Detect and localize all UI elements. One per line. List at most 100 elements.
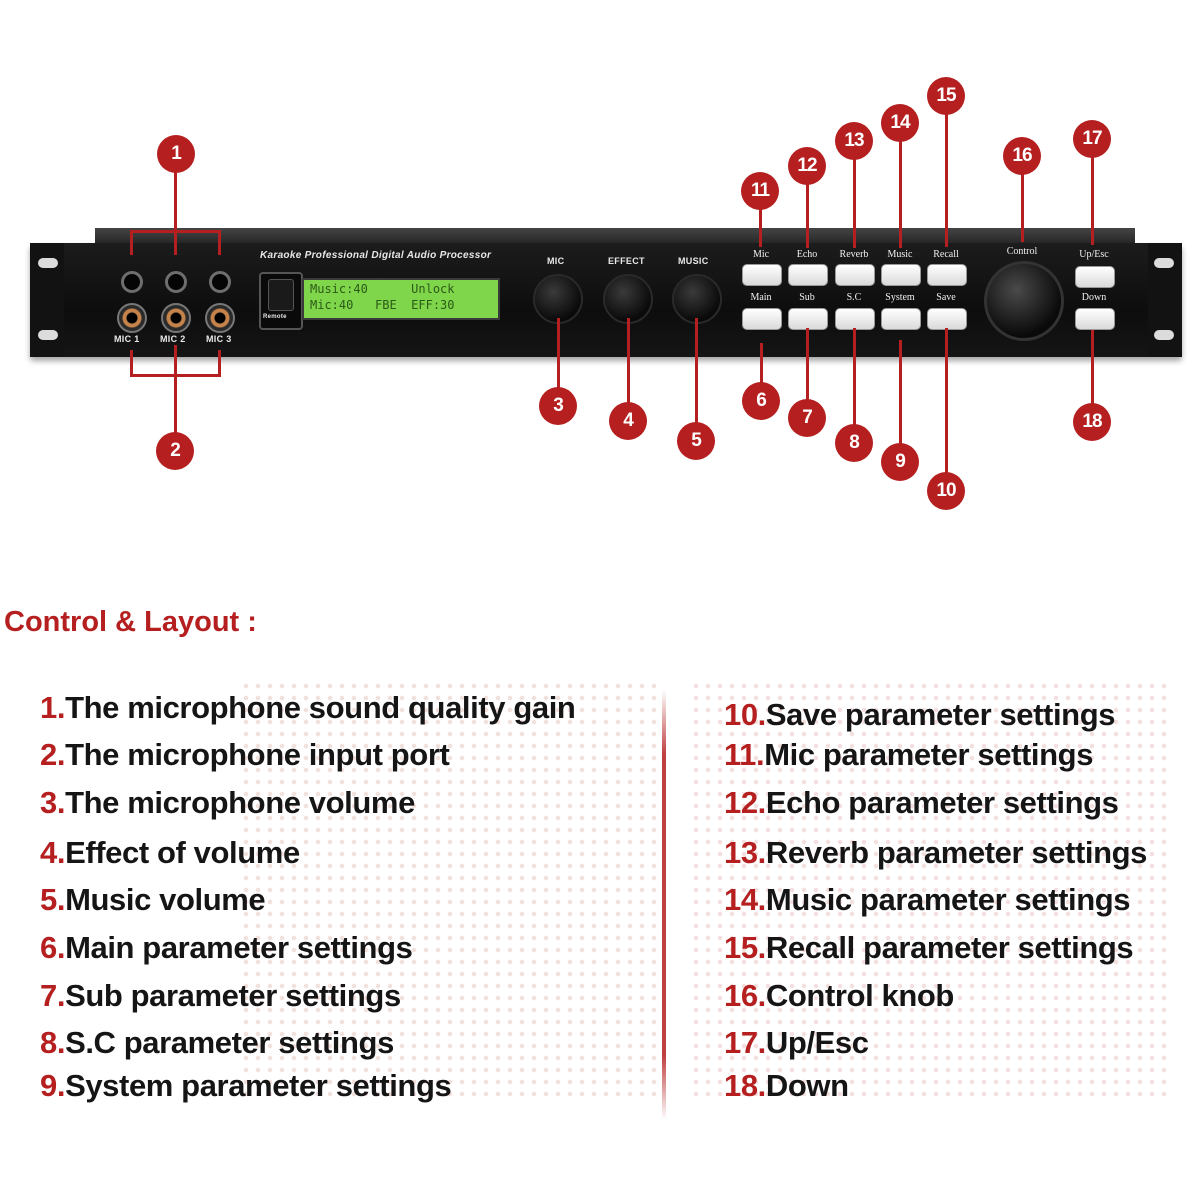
list-item-number: 17. bbox=[724, 1025, 766, 1060]
list-item-text: Save parameter settings bbox=[765, 697, 1116, 732]
list-item: 7.Sub parameter settings bbox=[40, 978, 401, 1014]
callout-line bbox=[130, 350, 133, 377]
button-label-mic: Mic bbox=[752, 249, 770, 260]
list-item: 12.Echo parameter settings bbox=[724, 785, 1119, 821]
list-item-number: 4. bbox=[40, 835, 66, 870]
callout-badge-3: 3 bbox=[539, 387, 577, 425]
sc-button[interactable] bbox=[835, 308, 875, 330]
control-knob[interactable] bbox=[984, 261, 1064, 341]
list-item-number: 7. bbox=[40, 978, 66, 1013]
list-item-number: 1. bbox=[40, 690, 66, 725]
list-item: 1.The microphone sound quality gain bbox=[40, 690, 576, 726]
button-label-main: Main bbox=[750, 292, 772, 303]
list-item-text: The microphone sound quality gain bbox=[65, 690, 576, 725]
knob-label-effect: EFFECT bbox=[608, 256, 645, 266]
button-label-sc: S.C bbox=[846, 292, 862, 303]
list-item: 4.Effect of volume bbox=[40, 835, 300, 871]
list-item-text: S.C parameter settings bbox=[65, 1025, 394, 1060]
remote-label: Remote bbox=[263, 314, 287, 320]
list-item-number: 14. bbox=[724, 882, 766, 917]
mic-input-jack-2[interactable] bbox=[161, 303, 191, 333]
list-item-text: Up/Esc bbox=[765, 1025, 869, 1060]
list-item: 15.Recall parameter settings bbox=[724, 930, 1134, 966]
button-label-sub: Sub bbox=[799, 292, 815, 303]
effect-volume-knob[interactable] bbox=[603, 274, 653, 324]
callout-line bbox=[557, 318, 560, 390]
list-item: 14.Music parameter settings bbox=[724, 882, 1131, 918]
list-item-text: Down bbox=[765, 1068, 849, 1103]
list-item-number: 16. bbox=[724, 978, 766, 1013]
list-item-text: Recall parameter settings bbox=[765, 930, 1134, 965]
mic-label: MIC 1 bbox=[114, 334, 140, 344]
callout-line bbox=[130, 230, 133, 255]
mic-input-jack-3[interactable] bbox=[205, 303, 235, 333]
down-button[interactable] bbox=[1075, 308, 1115, 330]
mic-gain-trim-2[interactable] bbox=[165, 271, 187, 293]
remote-receiver: Remote bbox=[259, 272, 303, 330]
save-button[interactable] bbox=[927, 308, 967, 330]
list-item: 9.System parameter settings bbox=[40, 1068, 452, 1104]
callout-badge-17: 17 bbox=[1073, 120, 1111, 158]
callout-line bbox=[899, 140, 902, 248]
section-title: Control & Layout : bbox=[4, 606, 257, 638]
callout-badge-1: 1 bbox=[157, 135, 195, 173]
list-item-text: Reverb parameter settings bbox=[765, 835, 1148, 870]
list-item-text: Sub parameter settings bbox=[65, 978, 401, 1013]
lcd-line-2: Mic:40 FBE EFF:30 bbox=[310, 298, 455, 312]
callout-badge-16: 16 bbox=[1003, 137, 1041, 175]
dot-pattern-right bbox=[690, 680, 1170, 1100]
callout-line bbox=[853, 328, 856, 427]
list-item-number: 10. bbox=[724, 697, 766, 732]
list-item: 10.Save parameter settings bbox=[724, 697, 1116, 733]
callout-line bbox=[760, 343, 763, 385]
list-item: 11.Mic parameter settings bbox=[724, 737, 1093, 773]
up-esc-button[interactable] bbox=[1075, 266, 1115, 288]
list-item-text: System parameter settings bbox=[65, 1068, 452, 1103]
mount-slot bbox=[1154, 258, 1174, 268]
system-button[interactable] bbox=[881, 308, 921, 330]
mic-gain-trim-1[interactable] bbox=[121, 271, 143, 293]
callout-badge-15: 15 bbox=[927, 77, 965, 115]
callout-badge-18: 18 bbox=[1073, 403, 1111, 441]
callout-line bbox=[218, 350, 221, 377]
callout-badge-10: 10 bbox=[927, 472, 965, 510]
button-label-system: System bbox=[885, 292, 915, 303]
reverb-button[interactable] bbox=[835, 264, 875, 286]
list-item: 18.Down bbox=[724, 1068, 849, 1104]
callout-line bbox=[945, 112, 948, 247]
mic-button[interactable] bbox=[742, 264, 782, 286]
main-button[interactable] bbox=[742, 308, 782, 330]
mount-slot bbox=[38, 330, 58, 340]
callout-badge-11: 11 bbox=[741, 172, 779, 210]
music-volume-knob[interactable] bbox=[672, 274, 722, 324]
list-item-number: 13. bbox=[724, 835, 766, 870]
list-item-number: 8. bbox=[40, 1025, 66, 1060]
echo-button[interactable] bbox=[788, 264, 828, 286]
callout-line bbox=[627, 318, 630, 405]
list-item: 2.The microphone input port bbox=[40, 737, 450, 773]
callout-badge-13: 13 bbox=[835, 122, 873, 160]
list-item-number: 15. bbox=[724, 930, 766, 965]
rack-ear-right bbox=[1148, 243, 1182, 357]
list-item: 17.Up/Esc bbox=[724, 1025, 869, 1061]
rack-ear-left bbox=[30, 243, 64, 357]
list-item-number: 5. bbox=[40, 882, 66, 917]
music-button[interactable] bbox=[881, 264, 921, 286]
button-label-reverb: Reverb bbox=[839, 249, 869, 260]
callout-line bbox=[1091, 330, 1094, 405]
mic-gain-trim-3[interactable] bbox=[209, 271, 231, 293]
sub-button[interactable] bbox=[788, 308, 828, 330]
recall-button[interactable] bbox=[927, 264, 967, 286]
mic-volume-knob[interactable] bbox=[533, 274, 583, 324]
callout-badge-4: 4 bbox=[609, 402, 647, 440]
callout-badge-8: 8 bbox=[835, 424, 873, 462]
mic-input-jack-1[interactable] bbox=[117, 303, 147, 333]
list-item-number: 2. bbox=[40, 737, 66, 772]
callout-badge-7: 7 bbox=[788, 399, 826, 437]
list-item-number: 6. bbox=[40, 930, 66, 965]
down-label: Down bbox=[1081, 292, 1107, 303]
callout-line bbox=[945, 328, 948, 474]
callout-line bbox=[174, 345, 177, 435]
list-item-number: 3. bbox=[40, 785, 66, 820]
callout-badge-6: 6 bbox=[742, 382, 780, 420]
